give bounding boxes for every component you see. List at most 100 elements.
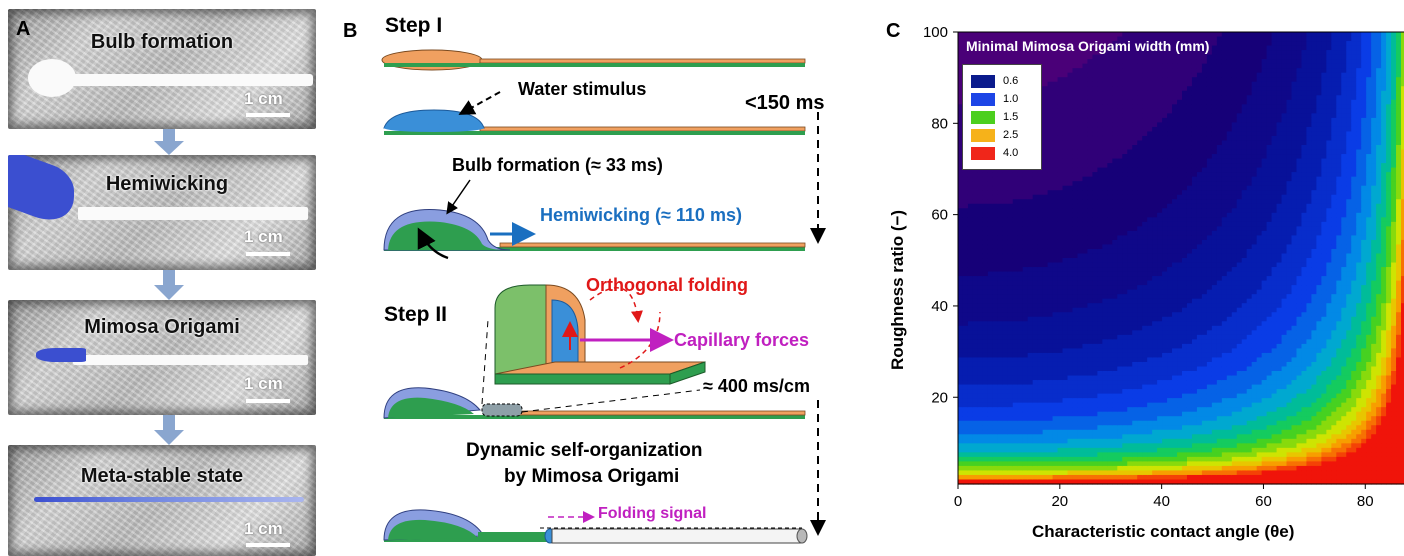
heat-cell [1142, 230, 1148, 236]
heat-cell [1127, 154, 1133, 160]
heat-cell [1077, 158, 1084, 164]
heat-cell [1127, 77, 1133, 83]
heat-cell [1162, 380, 1168, 386]
heat-cell [1102, 452, 1108, 458]
heat-cell [1177, 298, 1183, 304]
heat-cell [1102, 307, 1108, 313]
heat-cell [987, 411, 994, 417]
heat-cell [958, 307, 964, 313]
heat-cell [1087, 456, 1093, 462]
heat-cell [1147, 452, 1153, 458]
heat-cell [1132, 68, 1138, 74]
heat-cell [1142, 190, 1148, 196]
heat-cell [977, 343, 984, 349]
heat-cell [962, 330, 969, 336]
heat-cell [1162, 357, 1168, 363]
heat-cell [1067, 343, 1074, 349]
heat-cell [1002, 461, 1009, 467]
heat-cell [987, 41, 994, 47]
heat-cell [1057, 348, 1064, 354]
heat-cell [1037, 321, 1044, 327]
heat-cell [1057, 384, 1064, 390]
heat-cell [1042, 298, 1049, 304]
heat-cell [992, 239, 999, 246]
heat-cell [1047, 479, 1054, 485]
heat-cell [1067, 303, 1074, 309]
heat-cell [1097, 149, 1103, 155]
heat-cell [1082, 352, 1089, 359]
heat-cell [972, 303, 979, 309]
heat-cell [1142, 375, 1148, 381]
heat-cell [1097, 352, 1103, 359]
heat-cell [1037, 280, 1044, 286]
heat-cell [1057, 420, 1064, 426]
heat-cell [1117, 154, 1123, 160]
heat-cell [1012, 470, 1019, 476]
heat-cell [992, 316, 999, 322]
heat-cell [982, 190, 989, 196]
heat-cell [1137, 375, 1143, 381]
heat-cell [977, 276, 984, 282]
heat-cell [1157, 447, 1163, 453]
heat-cell [1186, 95, 1193, 101]
heat-cell [992, 307, 999, 313]
heat-cell [1097, 108, 1103, 114]
heat-cell [1162, 407, 1168, 413]
heat-cell [1186, 86, 1193, 92]
heat-cell [1067, 199, 1074, 205]
heat-cell [1122, 289, 1128, 295]
heat-cell [982, 361, 989, 368]
panel-b-letter: B [343, 20, 358, 42]
heat-cell [1062, 239, 1069, 246]
heat-cell [1112, 68, 1118, 74]
heat-cell [997, 230, 1004, 236]
heat-cell [1052, 366, 1059, 372]
heat-cell [992, 230, 999, 236]
heat-cell [1186, 77, 1193, 83]
heat-cell [1122, 145, 1128, 151]
heat-cell [997, 185, 1004, 191]
heat-cell [1142, 113, 1148, 119]
heat-cell [1057, 434, 1064, 440]
heat-cell [1167, 298, 1173, 304]
heat-cell [1142, 411, 1148, 417]
heat-cell [1182, 425, 1188, 431]
heat-cell [977, 330, 984, 336]
heat-cell [1027, 276, 1034, 282]
heat-cell [1022, 398, 1029, 404]
heat-cell [1182, 126, 1188, 133]
heat-cell [962, 276, 969, 282]
heat-cell [987, 212, 994, 218]
heat-cell [1137, 316, 1143, 322]
dynamic-label-line1: Dynamic self-organization [466, 440, 703, 461]
heat-cell [1097, 212, 1103, 218]
heat-cell [1012, 221, 1019, 227]
heat-cell [1162, 339, 1168, 345]
heat-cell [987, 176, 994, 182]
heat-cell [1092, 285, 1098, 291]
heat-cell [1132, 221, 1138, 227]
heat-cell [1191, 149, 1198, 155]
heat-cell [1037, 380, 1044, 386]
heat-cell [1022, 203, 1029, 209]
heat-cell [1012, 361, 1019, 368]
heat-cell [1042, 194, 1049, 200]
scale-label: 1 cm [244, 374, 283, 393]
heat-cell [1102, 45, 1108, 51]
heat-cell [1177, 163, 1183, 169]
heat-cell [1152, 343, 1158, 349]
heat-cell [1157, 190, 1163, 196]
heat-cell [987, 461, 994, 467]
heat-cell [1052, 212, 1059, 218]
heat-cell [1107, 339, 1113, 345]
heat-cell [1157, 154, 1163, 160]
heat-cell [1142, 104, 1148, 110]
heat-cell [1182, 321, 1188, 327]
heat-cell [1107, 54, 1113, 60]
heat-cell [1132, 298, 1138, 304]
heat-cell [1012, 239, 1019, 246]
heat-cell [1152, 131, 1158, 137]
heat-cell [1182, 479, 1188, 485]
heat-cell [1186, 348, 1193, 354]
heat-cell [1047, 230, 1054, 236]
